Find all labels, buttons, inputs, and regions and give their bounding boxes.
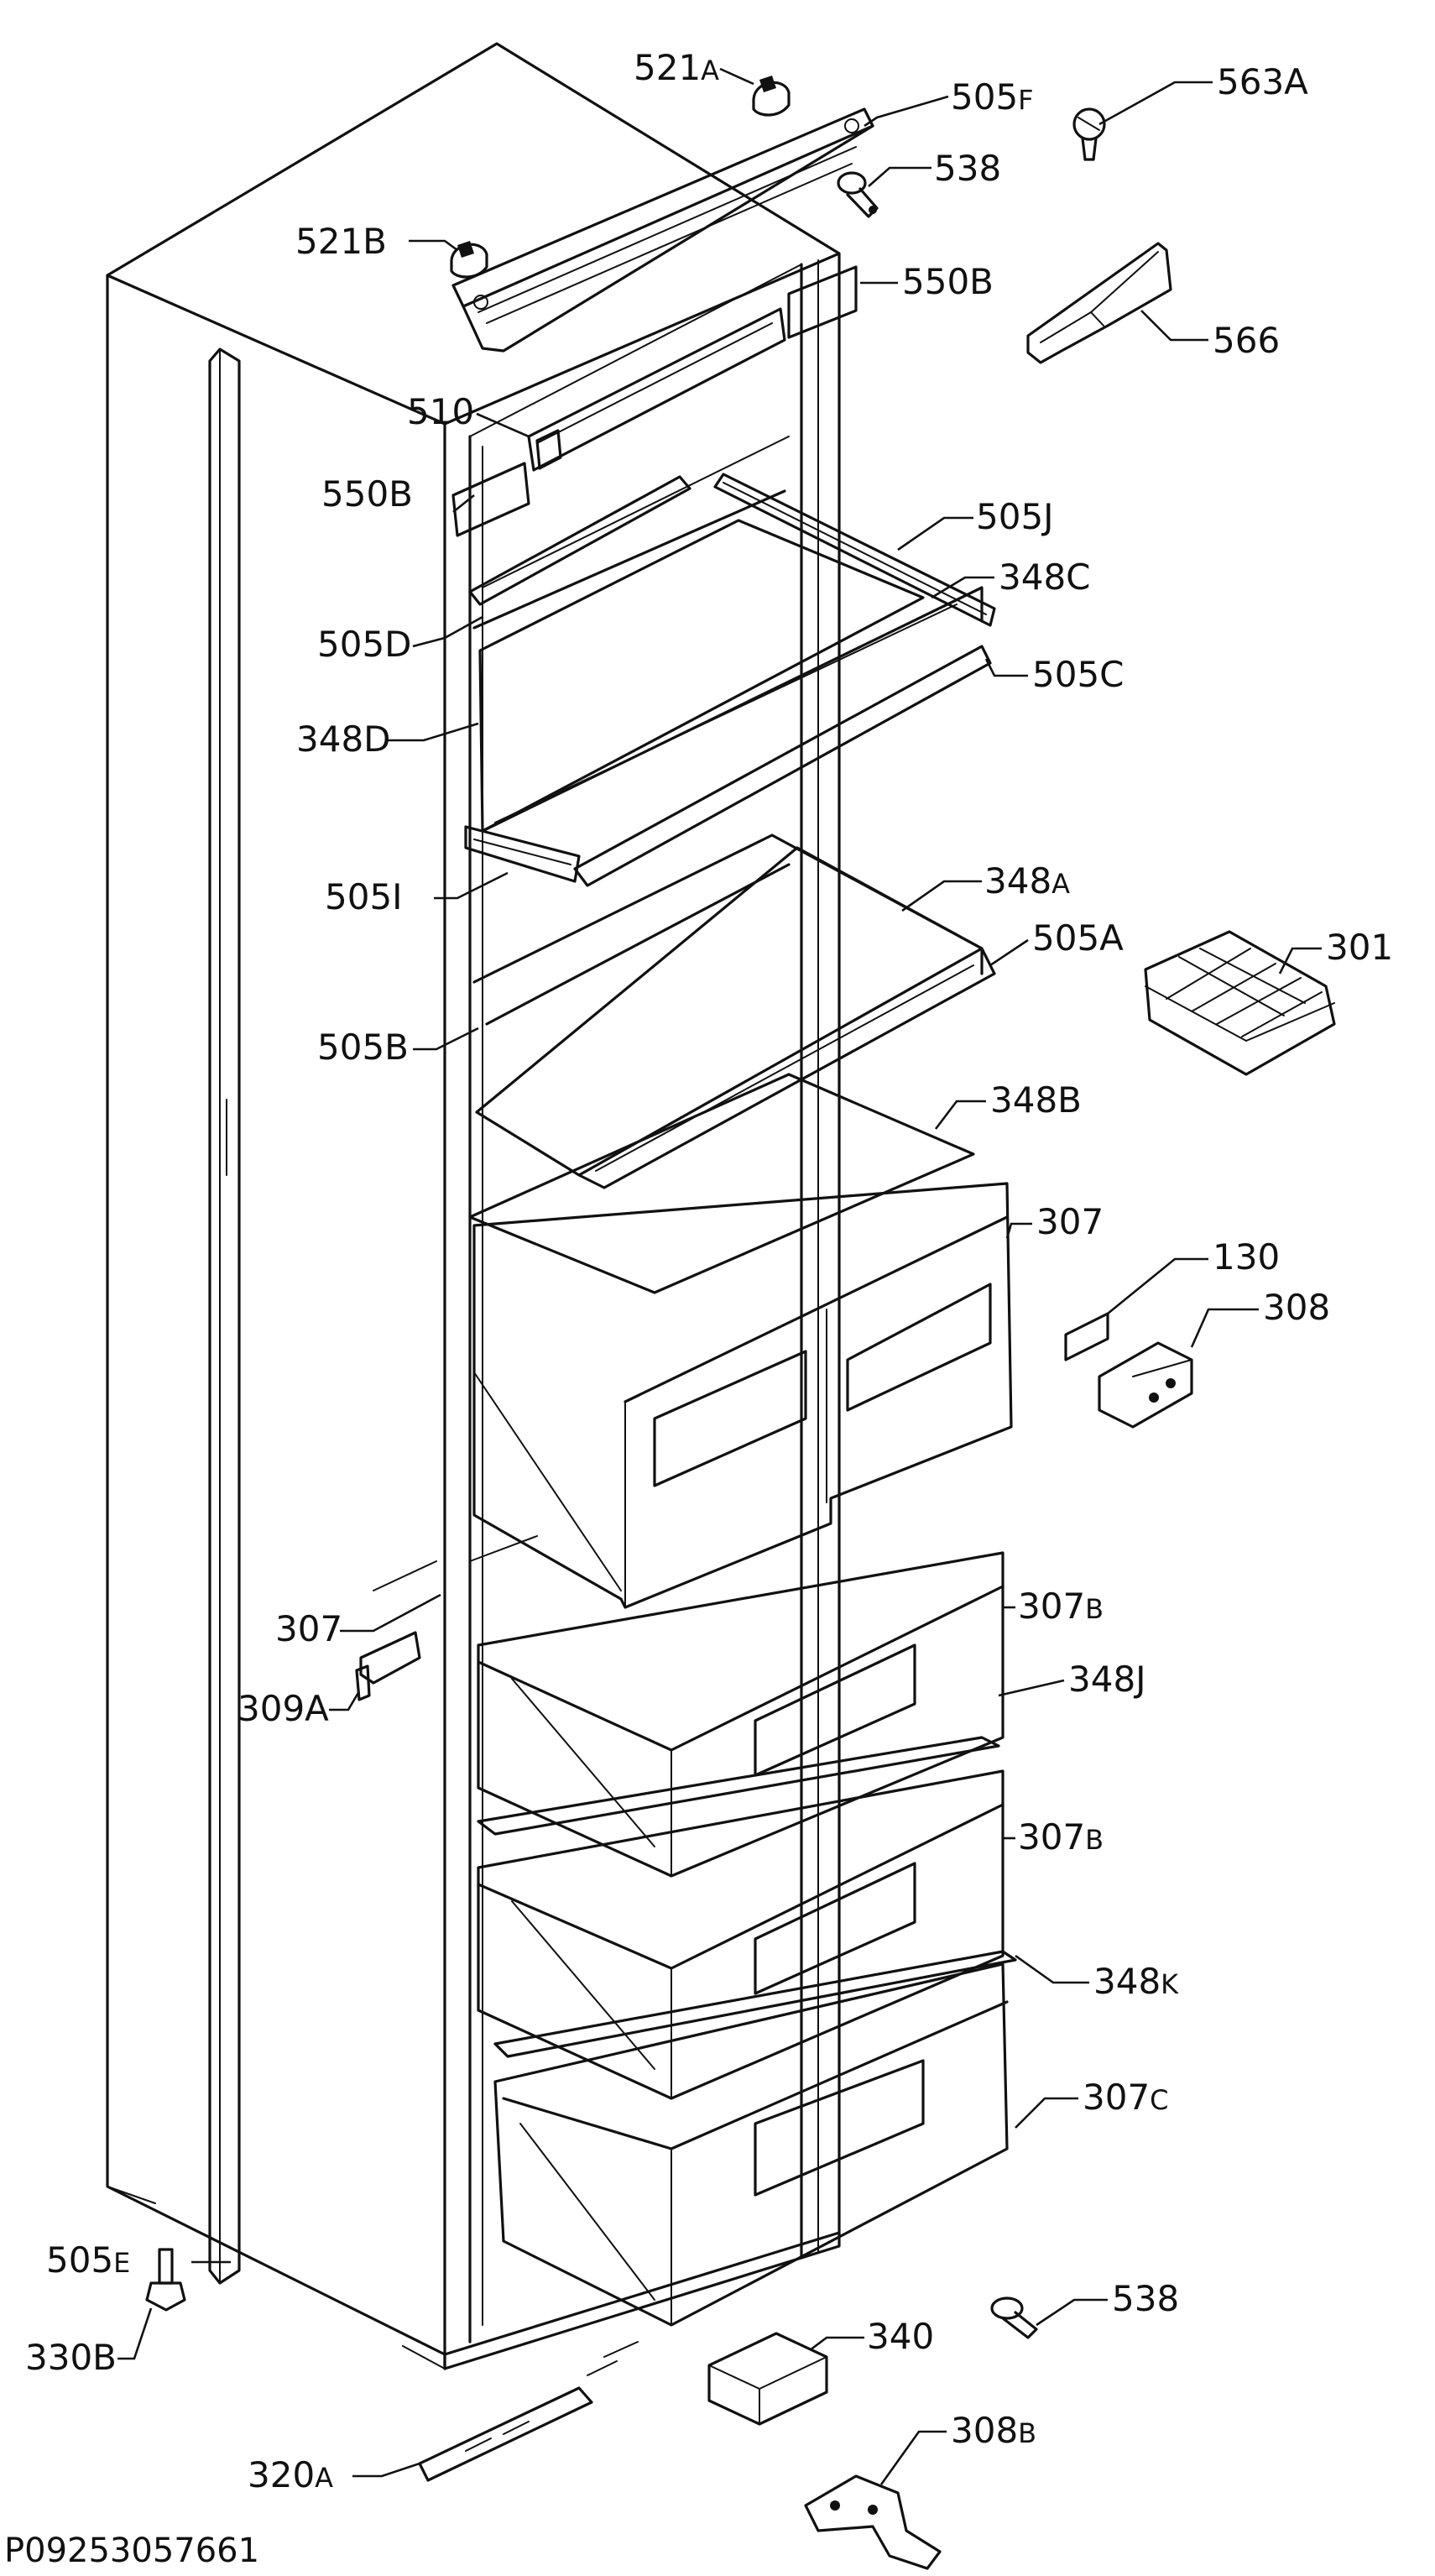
hinge-pin-521b xyxy=(450,241,488,279)
bottom-hinge-308b xyxy=(804,2474,942,2570)
shelf-group-upper xyxy=(464,473,996,887)
callout-566: 566 xyxy=(1213,320,1280,361)
hinge-cap-538-bottom xyxy=(990,2296,1038,2339)
accessory-block-340 xyxy=(707,2332,828,2426)
callout-521a: 521A xyxy=(634,47,719,88)
callout-505e: 505E xyxy=(46,2239,130,2281)
callout-505a: 505A xyxy=(1032,917,1124,959)
callout-521b: 521B xyxy=(295,221,387,262)
callout-330b: 330B xyxy=(25,2337,117,2378)
callout-308: 308 xyxy=(1263,1287,1330,1328)
kickplate-320a xyxy=(418,2341,639,2482)
glass-plate-348j xyxy=(477,1736,1000,1836)
hinge-bracket-308 xyxy=(1098,1341,1193,1429)
shelf-group-middle xyxy=(472,833,996,1189)
top-hinge-rail-505f xyxy=(451,107,874,353)
ice-tray-301 xyxy=(1144,930,1336,1076)
freezer-drawer-307b-upper xyxy=(477,1551,1004,1878)
callout-348a: 348A xyxy=(984,860,1070,901)
callout-505f: 505F xyxy=(951,76,1034,118)
control-panel-510 xyxy=(527,307,786,472)
glass-plate-348k xyxy=(493,1950,1017,2058)
door-seal-strip-505e xyxy=(208,347,241,2285)
callout-307c: 307C xyxy=(1083,2077,1169,2118)
callout-348b: 348B xyxy=(990,1079,1082,1121)
callout-307b-upper: 307B xyxy=(1018,1586,1104,1627)
callout-348c: 348C xyxy=(999,556,1091,598)
callout-550b-left: 550B xyxy=(321,473,413,515)
callout-348j: 348J xyxy=(1068,1659,1146,1700)
callout-320a: 320A xyxy=(248,2454,333,2495)
callout-340: 340 xyxy=(867,2316,934,2357)
callout-labels: 521A 505F 563A 538 521B 550B 566 510 550… xyxy=(25,47,1393,2495)
screw-563a xyxy=(1072,107,1106,161)
hinge-pin-521a xyxy=(752,76,791,117)
shelf-348b-cover xyxy=(468,1073,975,1294)
callout-307-top: 307 xyxy=(1036,1201,1104,1242)
callout-307-left: 307 xyxy=(275,1608,342,1649)
bracket-566 xyxy=(1026,242,1172,364)
callout-308b: 308B xyxy=(951,2410,1036,2451)
hinge-cap-538-top xyxy=(837,171,879,218)
callout-505d: 505D xyxy=(317,624,412,665)
light-cover-550b-left xyxy=(451,462,530,537)
callout-309a: 309A xyxy=(237,1688,329,1729)
callout-307b-lower: 307B xyxy=(1018,1816,1104,1858)
leader-lines xyxy=(117,67,1322,2485)
stopper-309a xyxy=(355,1631,421,1701)
callout-510: 510 xyxy=(407,391,474,432)
freezer-drawer-307c xyxy=(493,1962,1009,2327)
callout-538-top: 538 xyxy=(934,148,1001,189)
callout-505j: 505J xyxy=(976,496,1054,537)
callout-538-bottom: 538 xyxy=(1112,2278,1179,2319)
callout-348d: 348D xyxy=(296,718,391,760)
callout-550b-right: 550B xyxy=(902,261,994,302)
callout-505c: 505C xyxy=(1032,654,1125,695)
callout-505b: 505B xyxy=(317,1027,409,1068)
freezer-drawer-307b-lower xyxy=(477,1769,1004,2100)
freezer-drawer-307 xyxy=(472,1182,1013,1609)
clip-130 xyxy=(1064,1312,1109,1361)
callout-348k: 348K xyxy=(1093,1961,1179,2002)
adjustable-foot-330b xyxy=(145,2248,186,2312)
light-cover-550b-right xyxy=(787,265,858,339)
callout-505i: 505I xyxy=(325,876,403,917)
document-id: P09253057661 xyxy=(4,2532,259,2570)
callout-563a: 563A xyxy=(1217,61,1308,102)
callout-130: 130 xyxy=(1213,1236,1280,1278)
callout-301: 301 xyxy=(1326,927,1393,968)
